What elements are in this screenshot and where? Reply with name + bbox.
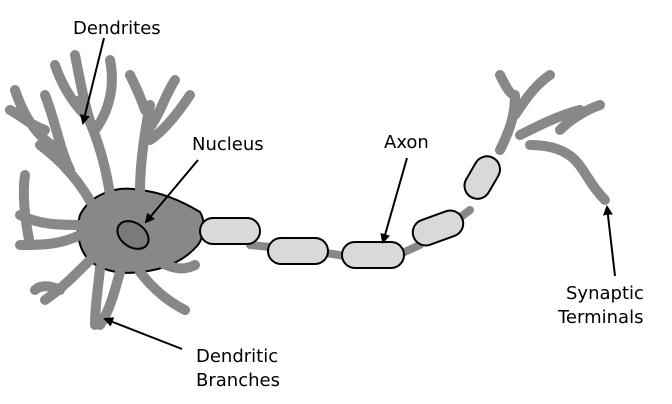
label-branches: Branches (196, 370, 280, 391)
axon-terminal (495, 70, 610, 205)
dendrite-upper-left (5, 85, 100, 215)
myelin-segment-5 (463, 155, 501, 200)
dendrite-upper-right (125, 70, 195, 197)
arrow-dendritic-branches (103, 317, 183, 350)
arrow-nucleus (144, 159, 199, 224)
nucleus (116, 220, 150, 250)
myelin-segment-4 (411, 209, 465, 247)
label-synaptic: Synaptic (566, 283, 644, 304)
arrow-synaptic-terminals (602, 205, 616, 277)
label-dendrites: Dendrites (73, 18, 161, 39)
label-terminals: Terminals (557, 307, 643, 328)
label-dendritic: Dendritic (196, 346, 278, 367)
label-axon: Axon (384, 132, 429, 153)
myelin-segment-1 (199, 217, 261, 245)
dendrite-upper-mid (50, 50, 117, 200)
label-nucleus: Nucleus (192, 134, 264, 155)
myelin-segment-3 (341, 241, 405, 269)
arrow-dendrites (80, 37, 105, 125)
dendrite-lower (30, 255, 200, 330)
myelin-segment-2 (267, 237, 329, 265)
dendrite-left (15, 170, 87, 250)
arrow-axon (380, 157, 408, 244)
